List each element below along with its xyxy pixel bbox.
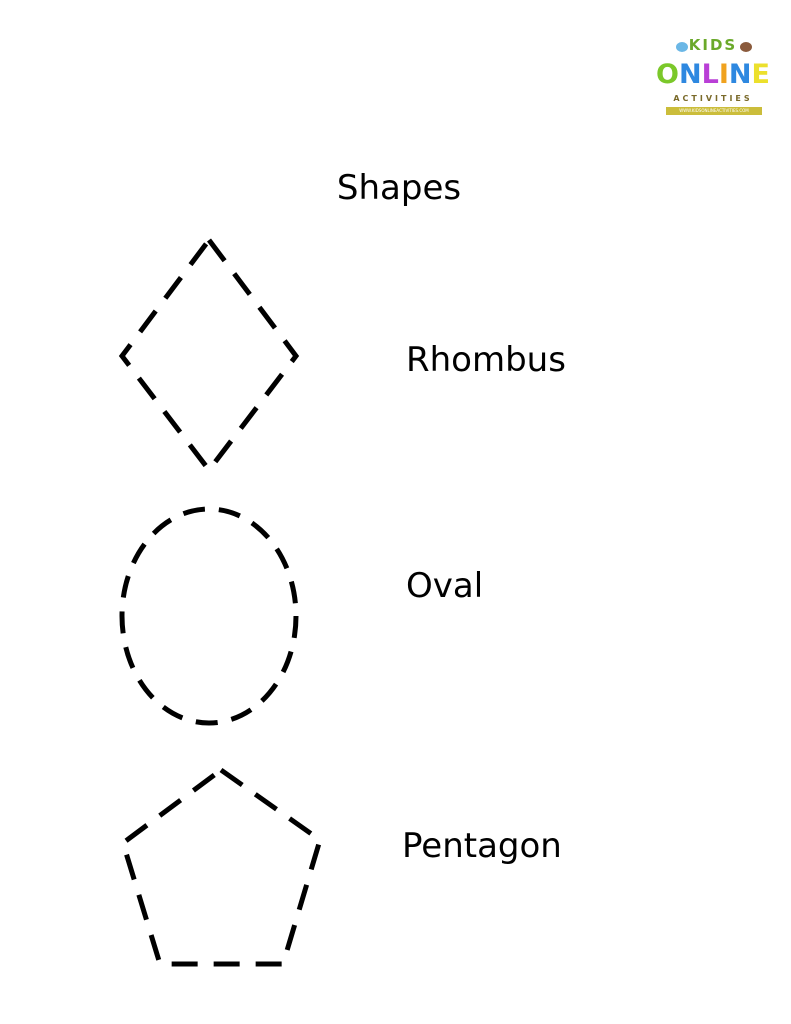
logo-online-letter: O <box>656 59 679 90</box>
shape-label-rhombus: Rhombus <box>406 340 566 380</box>
logo-kids-text: KIDS <box>688 36 738 54</box>
logo-online-letter: N <box>728 59 752 90</box>
page-title: Shapes <box>336 168 462 208</box>
logo-child-face-left-icon <box>676 42 688 52</box>
pentagon-outline <box>120 766 323 967</box>
kids-online-activities-logo: KIDS ONLINE ACTIVITIES WWW.KIDSONLINEACT… <box>652 36 774 120</box>
logo-child-face-right-icon <box>740 42 752 52</box>
shape-label-oval: Oval <box>406 566 484 606</box>
oval-outline <box>119 506 299 726</box>
logo-online-letter: E <box>751 59 770 90</box>
shape-label-pentagon: Pentagon <box>402 826 562 866</box>
logo-activities-text: ACTIVITIES <box>673 94 753 103</box>
logo-online-letter: N <box>679 59 702 90</box>
logo-online-text: ONLINE <box>652 60 774 90</box>
logo-url-text: WWW.KIDSONLINEACTIVITIES.COM <box>666 107 762 115</box>
logo-online-letter: L <box>701 59 719 90</box>
rhombus-outline <box>118 235 300 475</box>
logo-online-letter: I <box>718 59 729 90</box>
